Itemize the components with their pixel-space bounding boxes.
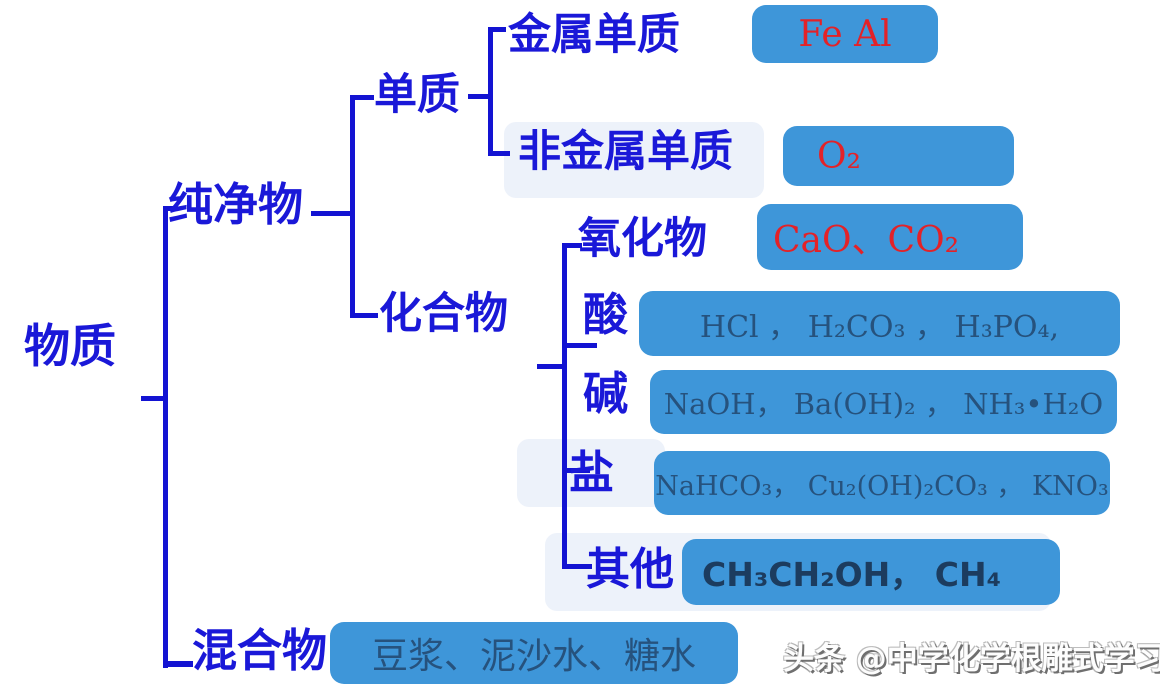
example-box-metal: Fe Al <box>752 5 938 63</box>
tree-line-compound-connector <box>537 364 565 369</box>
example-text-base: NaOH， Ba(OH)₂ ， NH₃•H₂O <box>663 387 1104 421</box>
tree-line-element-connector <box>468 94 492 99</box>
example-box-acid: HCl ， H₂CO₃ ， H₃PO₄, <box>639 291 1120 356</box>
example-text-oxide: CaO、CO₂ <box>773 220 960 261</box>
tree-line-compound-stub <box>350 313 378 318</box>
node-label-salt: 盐 <box>569 448 615 498</box>
salt-row-highlight <box>517 439 665 507</box>
node-label-element: 单质 <box>374 72 460 119</box>
node-label-compound: 化合物 <box>379 291 508 338</box>
tree-line-pure-vertical <box>350 95 355 317</box>
tree-line-salt-tick <box>562 468 590 473</box>
node-label-pure: 纯净物 <box>168 180 304 230</box>
example-box-oxide: CaO、CO₂ <box>757 204 1023 270</box>
watermark: 头条 @中学化学根雕式学习 <box>783 641 1160 677</box>
example-text-metal: Fe Al <box>798 13 892 55</box>
tree-line-matter-tick <box>141 396 163 401</box>
tree-line-compound-vertical <box>562 243 567 569</box>
example-text-acid: HCl ， H₂CO₃ ， H₃PO₄, <box>699 309 1060 345</box>
node-label-metal: 金属单质 <box>508 12 680 59</box>
node-label-matter: 物质 <box>24 321 116 372</box>
node-label-acid: 酸 <box>583 290 629 340</box>
tree-line-metal-stub <box>488 27 506 32</box>
example-box-mixture: 豆浆、泥沙水、糖水 <box>330 622 738 684</box>
node-label-base: 碱 <box>583 369 629 419</box>
tree-line-pure-connector <box>311 211 355 216</box>
example-text-nonmetal: O₂ <box>817 135 861 177</box>
example-box-other: CH₃CH₂OH， CH₄ <box>682 539 1060 605</box>
tree-line-element-vertical <box>488 27 493 156</box>
tree-line-element-stub <box>350 95 374 100</box>
example-text-salt: NaHCO₃， Cu₂(OH)₂CO₃ ， KNO₃ <box>655 470 1109 502</box>
tree-line-pure-stub <box>163 206 175 211</box>
nonmetal-row-highlight <box>504 122 764 198</box>
tree-line-acid-tick <box>562 343 597 348</box>
node-label-nonmetal: 非金属单质 <box>518 129 733 176</box>
tree-line-nonmetal-stub <box>488 151 510 156</box>
example-box-base: NaOH， Ba(OH)₂ ， NH₃•H₂O <box>650 370 1117 434</box>
example-box-nonmetal: O₂ <box>783 126 1014 186</box>
node-label-mixture: 混合物 <box>192 626 328 676</box>
tree-line-main-vertical <box>163 206 168 668</box>
example-text-other: CH₃CH₂OH， CH₄ <box>702 555 1002 594</box>
node-label-oxide: 氧化物 <box>578 216 707 263</box>
example-text-mixture: 豆浆、泥沙水、糖水 <box>371 636 696 676</box>
example-box-salt: NaHCO₃， Cu₂(OH)₂CO₃ ， KNO₃ <box>654 451 1110 515</box>
tree-line-other-stub <box>562 564 592 569</box>
tree-line-oxide-stub <box>562 243 582 248</box>
tree-line-mixture-stub <box>163 661 193 667</box>
node-label-other: 其他 <box>586 545 674 594</box>
